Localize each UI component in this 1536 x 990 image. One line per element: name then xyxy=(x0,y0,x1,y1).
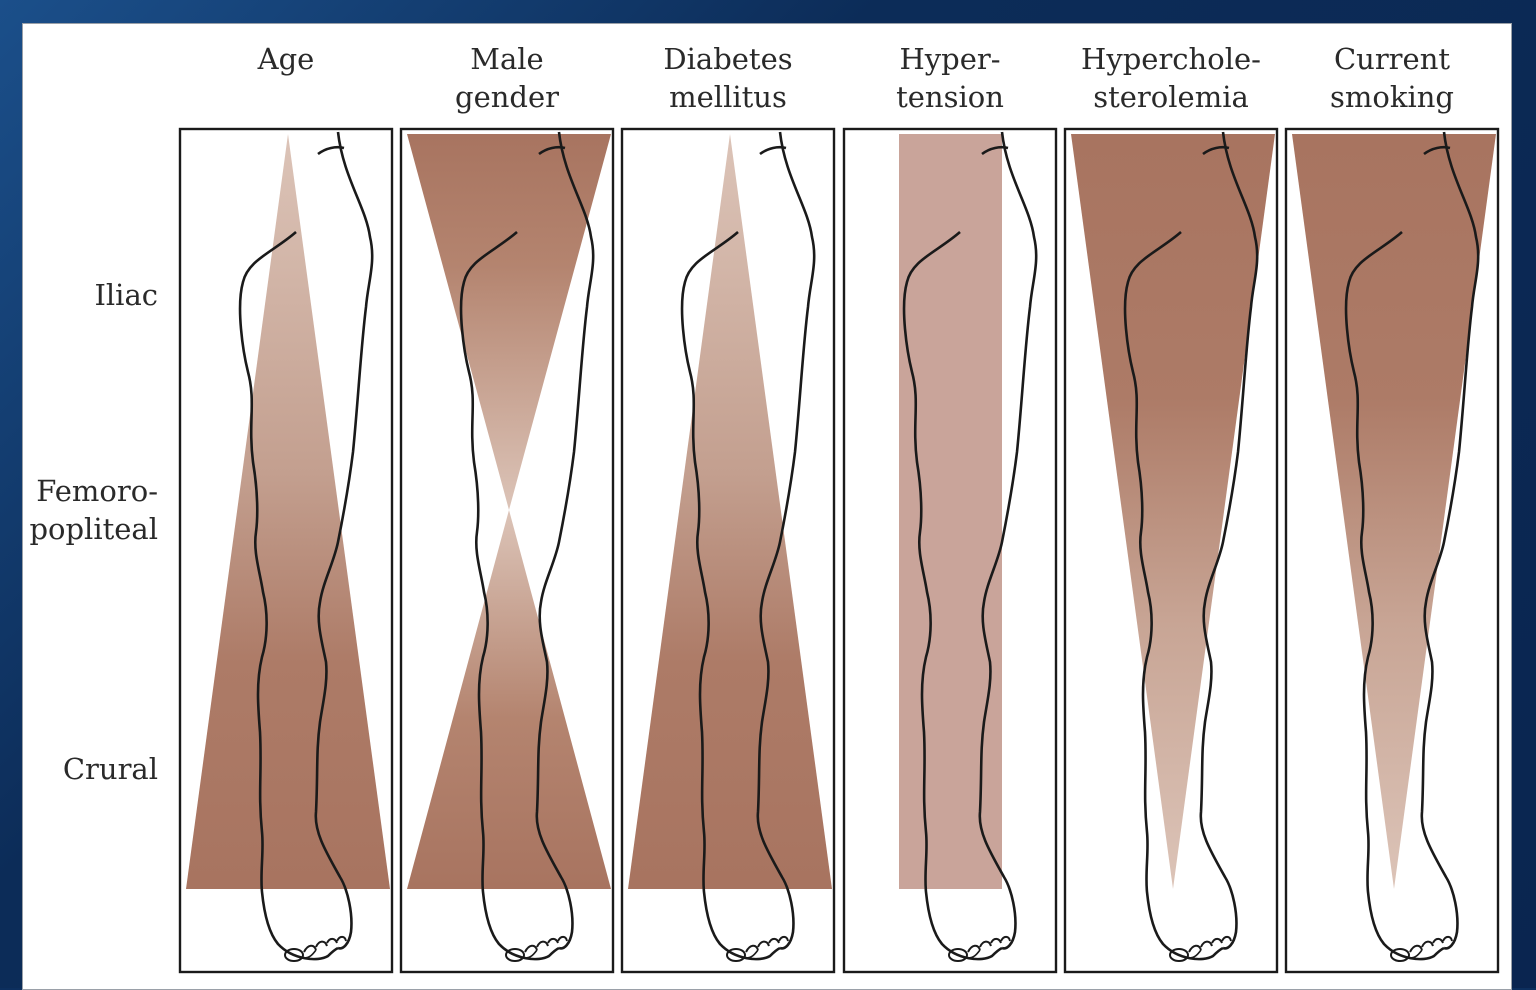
panel-hypercholesterolemia xyxy=(1065,129,1277,972)
column-title-hypercholesterolemia: Hyperchole- sterolemia xyxy=(1061,40,1281,116)
row-label-crural: Crural xyxy=(63,750,158,788)
panel-diabetes xyxy=(622,129,834,972)
column-title-diabetes: Diabetes mellitus xyxy=(618,40,838,116)
column-title-male-gender: Male gender xyxy=(397,40,617,116)
panel-hypertension xyxy=(844,129,1056,972)
column-title-age: Age xyxy=(176,40,396,78)
column-title-hypertension: Hyper- tension xyxy=(840,40,1060,116)
panel-age xyxy=(180,129,392,972)
panel-smoking xyxy=(1286,129,1498,972)
row-label-femoropopliteal: Femoro- popliteal xyxy=(29,472,158,548)
row-label-iliac: Iliac xyxy=(94,276,158,314)
column-title-smoking: Current smoking xyxy=(1282,40,1502,116)
panel-male-gender xyxy=(401,129,613,972)
